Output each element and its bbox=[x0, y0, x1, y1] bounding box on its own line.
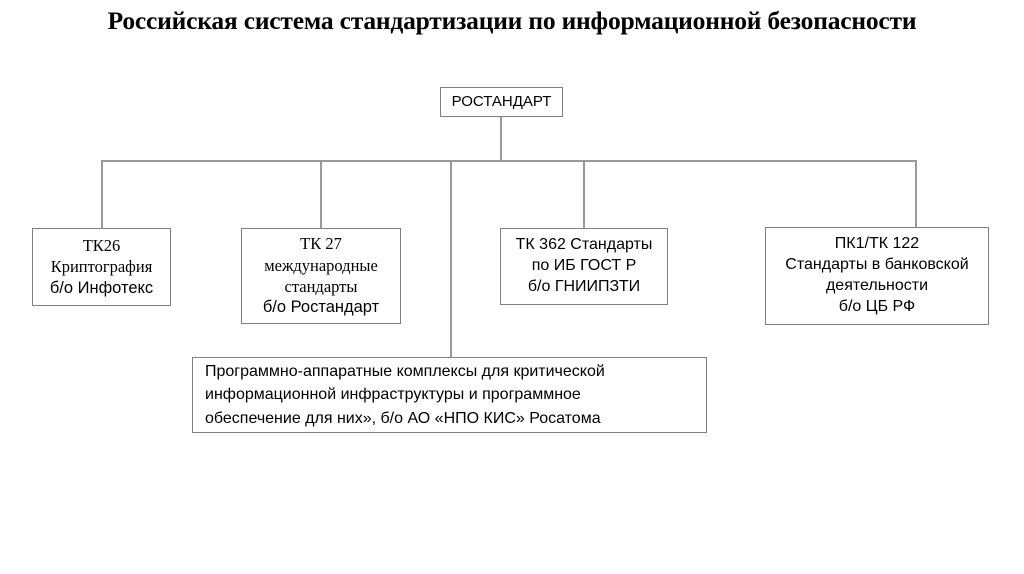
node-kii-line-2: информационной инфраструктуры и программ… bbox=[205, 386, 581, 404]
node-pk1-tk122-line-4: б/о ЦБ РФ bbox=[838, 297, 916, 315]
node-tk27-line-4: б/о Ростандарт bbox=[262, 298, 380, 317]
node-rostandart-line-1: РОСТАНДАРТ bbox=[451, 93, 552, 111]
connector-drop-tk362 bbox=[583, 160, 585, 229]
node-pk1-tk122-line-3: деятельности bbox=[825, 277, 929, 294]
connector-root-stem bbox=[500, 116, 502, 161]
node-kii-line-3: обеспечение для них», б/о АО «НПО КИС» Р… bbox=[205, 409, 601, 427]
node-tk26-line-1: ТК26 bbox=[82, 235, 121, 255]
node-pk1-tk122[interactable]: ПК1/ТК 122 Стандарты в банковской деятел… bbox=[765, 227, 989, 325]
node-tk27-line-3: стандарты bbox=[284, 277, 358, 296]
node-tk362-line-3: б/о ГНИИПЗТИ bbox=[527, 277, 641, 295]
connector-drop-tk27 bbox=[320, 160, 322, 229]
node-tk26-line-3: б/о Инфотекс bbox=[49, 278, 154, 297]
node-tk362[interactable]: ТК 362 Стандарты по ИБ ГОСТ Р б/о ГНИИПЗ… bbox=[500, 228, 668, 305]
node-tk26-line-2: Криптография bbox=[50, 257, 153, 277]
connector-horizontal-bus bbox=[101, 160, 916, 162]
node-rostandart[interactable]: РОСТАНДАРТ bbox=[440, 87, 563, 117]
node-pk1-tk122-line-2: Стандарты в банковской bbox=[785, 256, 969, 274]
node-tk27[interactable]: ТК 27 международные стандарты б/о Ростан… bbox=[241, 228, 401, 324]
node-tk362-line-2: по ИБ ГОСТ Р bbox=[531, 257, 637, 275]
node-kii[interactable]: Программно-аппаратные комплексы для крит… bbox=[192, 357, 707, 433]
connector-drop-pk1tk122 bbox=[915, 160, 917, 228]
node-tk27-line-1: ТК 27 bbox=[300, 234, 342, 254]
node-pk1-tk122-line-1: ПК1/ТК 122 bbox=[834, 235, 920, 253]
node-kii-line-1: Программно-аппаратные комплексы для крит… bbox=[205, 363, 605, 381]
page-title: Российская система стандартизации по инф… bbox=[107, 6, 917, 35]
connector-drop-kii bbox=[450, 160, 452, 358]
node-tk27-line-2: международные bbox=[264, 255, 378, 275]
node-tk26[interactable]: ТК26 Криптография б/о Инфотекс bbox=[32, 228, 171, 306]
node-tk362-line-1: ТК 362 Стандарты bbox=[515, 236, 653, 254]
connector-drop-tk26 bbox=[101, 160, 103, 229]
